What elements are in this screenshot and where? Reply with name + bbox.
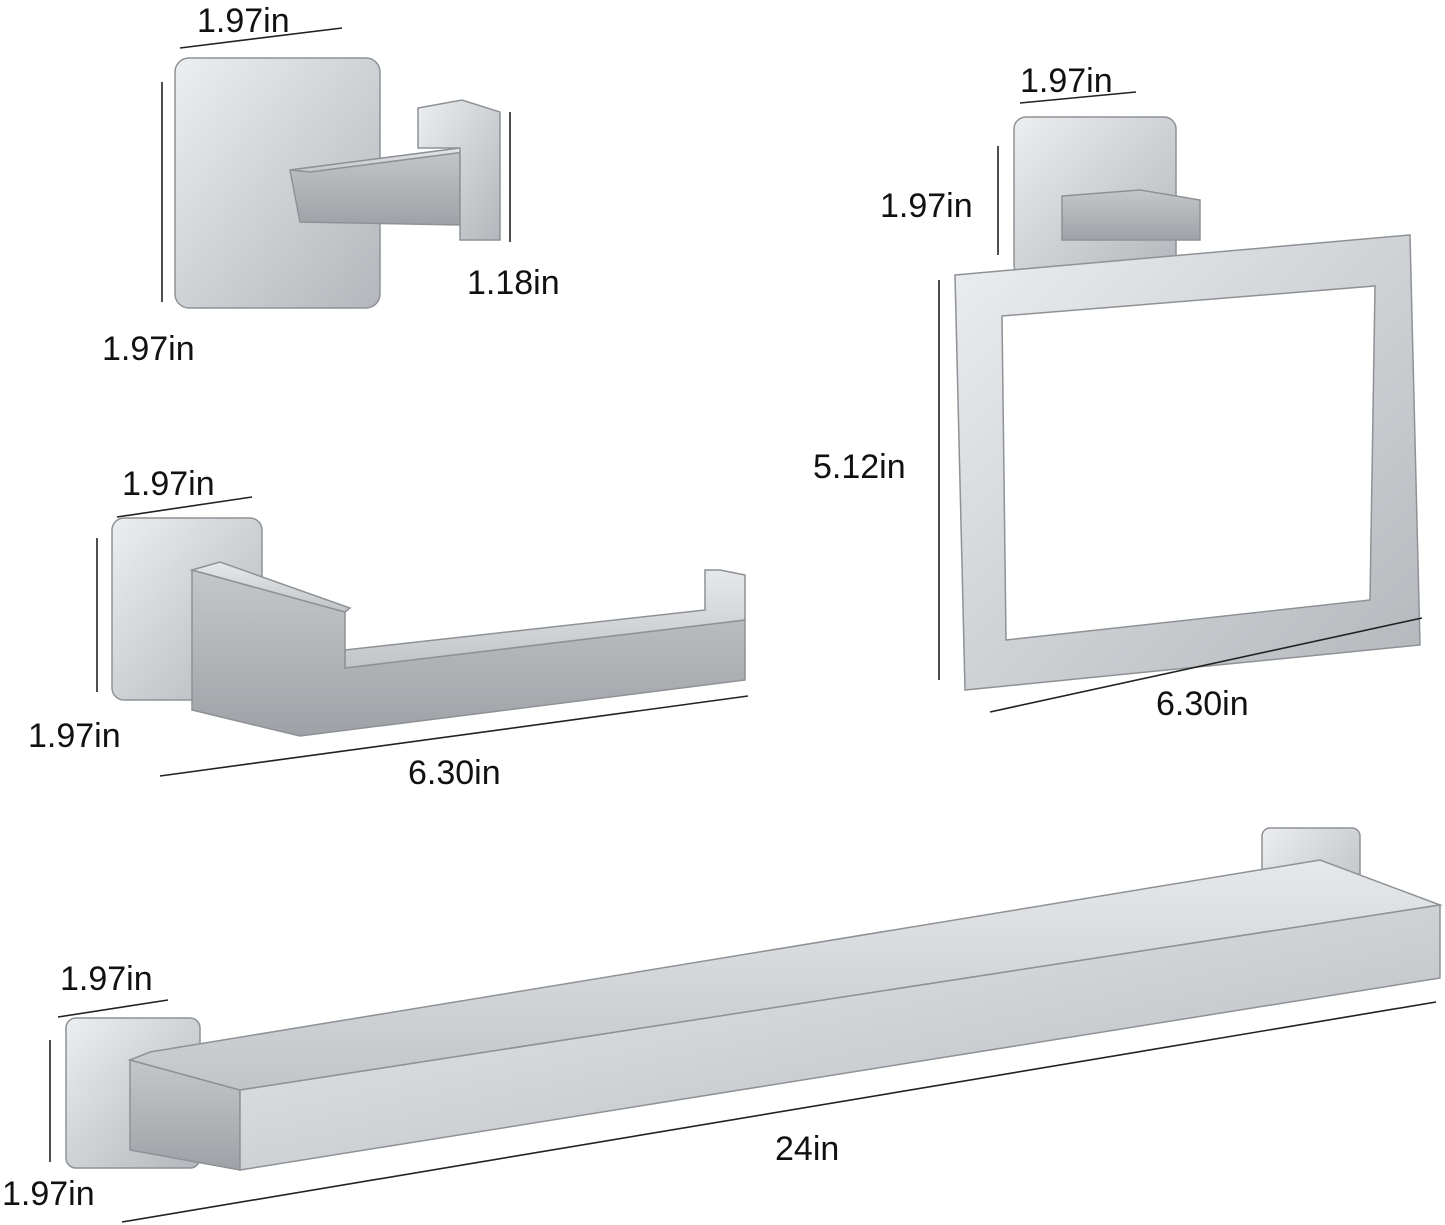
toilet-paper-holder: 1.97in 1.97in 6.30in	[28, 465, 749, 792]
bar-length-label: 24in	[775, 1130, 839, 1168]
holder-arm-top	[189, 561, 352, 613]
holder-base-width-label: 1.97in	[122, 465, 215, 503]
holder-length-label: 6.30in	[408, 754, 501, 792]
bar-base-height-label: 1.97in	[2, 1175, 95, 1213]
robe-hook: 1.97in 1.97in 1.18in	[102, 2, 560, 368]
ring-base-height-label: 1.97in	[880, 187, 973, 225]
ring-height-label: 5.12in	[813, 448, 906, 486]
ring-width-label: 6.30in	[1156, 685, 1249, 723]
hook-height-label: 1.97in	[102, 330, 195, 368]
towel-ring: 1.97in 1.97in 5.12in 6.30in	[813, 62, 1423, 723]
hook-width-label: 1.97in	[197, 2, 290, 40]
holder-arm	[191, 569, 746, 737]
holder-tip	[344, 569, 746, 669]
bar-base-width-label: 1.97in	[60, 960, 153, 998]
holder-base-height-label: 1.97in	[28, 717, 121, 755]
ring-frame	[954, 234, 1421, 691]
ring-arm	[1061, 189, 1201, 241]
bar-top-face	[127, 859, 1443, 1091]
ring-base-width-label: 1.97in	[1020, 62, 1113, 100]
hook-depth-label: 1.18in	[467, 264, 560, 302]
towel-bar: 1.97in 1.97in 24in	[2, 827, 1443, 1223]
hook-tip	[417, 99, 501, 241]
bar-front-face	[239, 904, 1441, 1171]
